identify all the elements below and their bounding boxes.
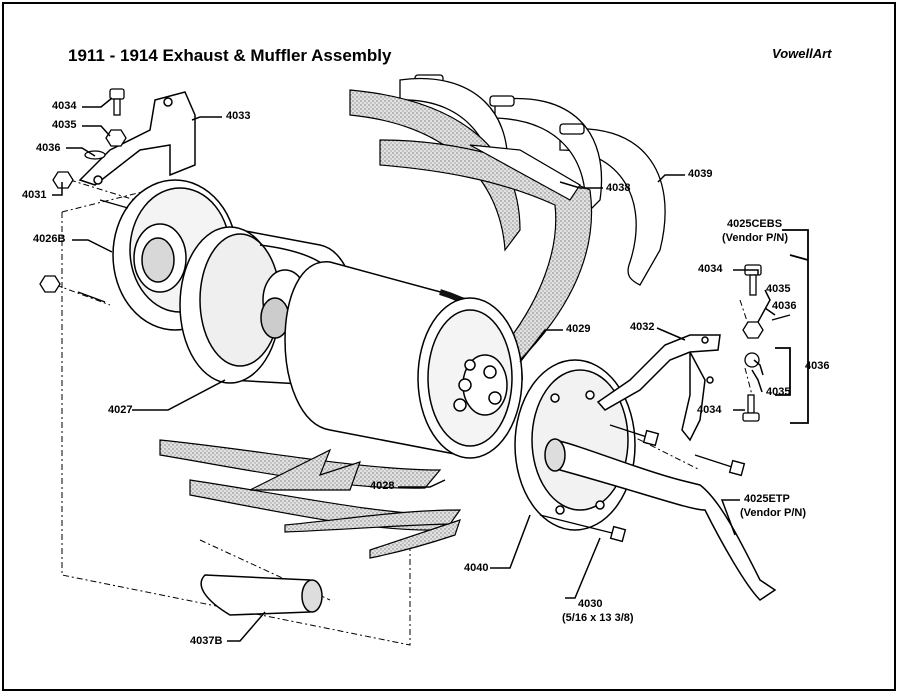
label-4037b: 4037B	[190, 635, 223, 647]
page-title: 1911 - 1914 Exhaust & Muffler Assembly	[68, 46, 392, 65]
label-vendor-pn-2: (Vendor P/N)	[740, 507, 807, 519]
tail-pipe-4025etp	[544, 438, 777, 601]
label-4031: 4031	[22, 189, 47, 201]
brand-name: VowellArt	[772, 46, 832, 61]
label-4035-right-bottom: 4035	[766, 386, 791, 398]
wrap-4028	[159, 439, 462, 559]
wrap-4038	[349, 89, 593, 361]
muffler-shell	[284, 261, 523, 459]
label-4039: 4039	[688, 168, 713, 180]
label-4038: 4038	[606, 182, 631, 194]
label-4036-right-top: 4036	[772, 300, 797, 312]
label-4035-top: 4035	[52, 119, 77, 131]
label-4026b: 4026B	[33, 233, 66, 245]
heat-shield-4039	[399, 74, 666, 286]
kit-bracket-4025cebs	[775, 229, 809, 424]
label-vendor-pn-1: (Vendor P/N)	[722, 232, 789, 244]
label-4027: 4027	[108, 404, 133, 416]
label-4034-right-bottom: 4034	[697, 404, 722, 416]
label-4025cebs: 4025CEBS	[727, 218, 783, 230]
label-4036-right-mid: 4036	[805, 360, 830, 372]
label-4034-right-top: 4034	[698, 263, 723, 275]
label-4034-top: 4034	[52, 100, 77, 112]
hanger-bracket-4033	[78, 91, 196, 186]
hardware-parts	[39, 88, 791, 422]
label-4030-spec: (5/16 x 13 3/8)	[562, 612, 634, 624]
label-4035-right-top: 4035	[766, 283, 791, 295]
label-4036-top: 4036	[36, 142, 61, 154]
label-4033: 4033	[226, 110, 251, 122]
label-4030: 4030	[578, 598, 603, 610]
label-4028: 4028	[370, 480, 395, 492]
label-4032: 4032	[630, 321, 655, 333]
label-4029: 4029	[566, 323, 591, 335]
hanger-bracket-4032	[596, 334, 721, 442]
pipe-4037b	[200, 574, 323, 616]
label-4040: 4040	[464, 562, 489, 574]
label-4025etp: 4025ETP	[744, 493, 790, 505]
leader-lines	[52, 97, 776, 642]
long-bolts-4030	[539, 424, 746, 543]
